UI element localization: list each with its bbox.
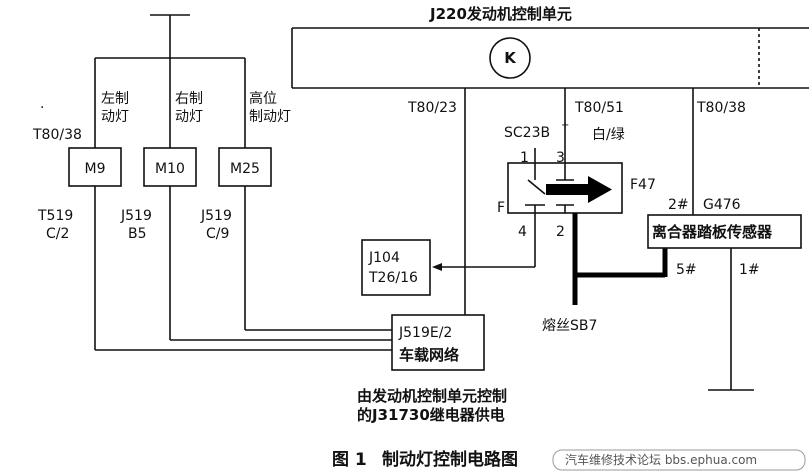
switch-sup: + bbox=[561, 120, 569, 131]
j104-arrowhead bbox=[432, 263, 442, 271]
watermark-text: 汽车维修技术论坛 bbs.ephua.com bbox=[565, 452, 757, 467]
high-lamp-conn-2: C/9 bbox=[206, 226, 229, 242]
sensor-part: G476 bbox=[703, 197, 741, 213]
m25-label: M25 bbox=[230, 161, 260, 177]
ecu-block: J220发动机控制单元 K bbox=[291, 5, 809, 89]
j104-box: J104 T26/16 bbox=[361, 239, 431, 296]
left-lamp-conn-2: C/2 bbox=[46, 226, 69, 242]
switch-name: SC23B bbox=[504, 125, 550, 141]
t80-23-label: T80/23 bbox=[407, 100, 457, 116]
ground-top-symbol bbox=[150, 14, 190, 58]
brake-switch-f47: SC23B + 1 3 F F47 4 2 bbox=[497, 120, 656, 240]
note-line-1: 由发动机控制单元控制 bbox=[357, 387, 507, 405]
sensor-pin-5: 5# bbox=[676, 262, 697, 278]
right-lamp-name-2: 动灯 bbox=[175, 109, 203, 125]
network-line-1: J519E/2 bbox=[398, 325, 452, 341]
relay-k-label: K bbox=[504, 49, 517, 67]
note-line-2: 的J31730继电器供电 bbox=[357, 406, 505, 424]
ecu-title: J220发动机控制单元 bbox=[429, 5, 572, 23]
switch-pin-2: 2 bbox=[556, 224, 565, 240]
left-lamp-name-2: 动灯 bbox=[101, 109, 129, 125]
switch-arrow-shaft bbox=[546, 184, 590, 195]
right-lamp-name-1: 右制 bbox=[175, 91, 203, 107]
right-lamp-conn-2: B5 bbox=[128, 226, 147, 242]
high-lamp-name-2: 制动灯 bbox=[249, 109, 291, 125]
j104-line-2: T26/16 bbox=[368, 270, 418, 286]
m9-box bbox=[68, 147, 122, 187]
j104-line-1: J104 bbox=[368, 250, 400, 266]
left-lamp-name-1: 左制 bbox=[101, 91, 129, 107]
figure-title: 制动灯控制电路图 bbox=[382, 449, 518, 470]
sensor-pin-1: 1# bbox=[739, 262, 760, 278]
relay-k-symbol bbox=[489, 37, 531, 79]
watermark-frame bbox=[552, 449, 806, 471]
t80-51-label: T80/51 bbox=[574, 100, 624, 116]
m9-label: M9 bbox=[85, 161, 106, 177]
left-lamp-connector-top: T80/38 bbox=[32, 127, 82, 143]
sensor-pin-2: 2# bbox=[668, 197, 689, 213]
m25-box bbox=[218, 147, 272, 187]
high-brake-lamp: M25 bbox=[218, 58, 392, 331]
fuse-label: 熔丝SB7 bbox=[542, 318, 597, 334]
sensor-name: 离合器踏板传感器 bbox=[652, 223, 773, 241]
figure-number: 图 1 bbox=[332, 450, 367, 470]
left-lamp-conn-1: T519 bbox=[37, 208, 73, 224]
left-lamp-dot: · bbox=[40, 100, 44, 116]
right-brake-lamp: M10 bbox=[143, 58, 392, 341]
clutch-pedal-sensor: 2# G476 离合器踏板传感器 5# 1# bbox=[647, 197, 802, 390]
switch-pin-4: 4 bbox=[518, 224, 527, 240]
wire-color-label: 白/绿 bbox=[592, 127, 625, 143]
switch-part-label: F47 bbox=[630, 177, 656, 193]
switch-pin-1: 1 bbox=[520, 150, 529, 166]
t80-38-label: T80/38 bbox=[696, 100, 746, 116]
right-lamp-conn-1: J519 bbox=[120, 208, 152, 224]
vehicle-network-box: J519E/2 车载网络 bbox=[391, 314, 485, 371]
switch-f-label: F bbox=[497, 200, 505, 216]
left-brake-lamp: M9 bbox=[68, 58, 392, 351]
high-lamp-conn-1: J519 bbox=[200, 208, 232, 224]
high-lamp-name-1: 高位 bbox=[249, 90, 277, 107]
m10-label: M10 bbox=[155, 161, 185, 177]
network-line-2: 车载网络 bbox=[399, 346, 459, 364]
switch-arrow-head bbox=[588, 176, 612, 203]
switch-pin-3: 3 bbox=[556, 150, 565, 166]
m10-box bbox=[143, 147, 197, 187]
